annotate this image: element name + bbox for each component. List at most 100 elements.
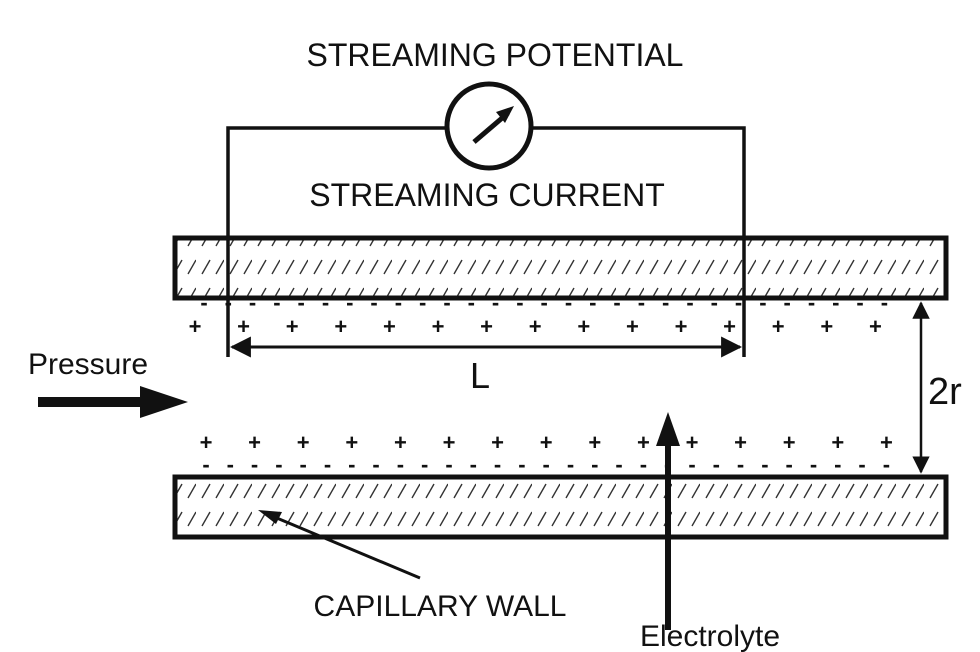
positive-charge: + [820,314,833,339]
negative-charge: - [445,452,452,477]
galvanometer-icon [444,81,534,171]
negative-charge: - [735,290,742,315]
negative-charge: - [832,290,839,315]
length-label: L [470,355,490,396]
negative-charge: - [834,452,841,477]
lower-capillary-wall [172,474,949,540]
lower-negative-charges: ----------------------------- [202,452,890,477]
negative-charge: - [613,290,620,315]
negative-charge: - [713,452,720,477]
pressure-label: Pressure [28,348,148,381]
negative-charge: - [615,452,622,477]
negative-charge: - [322,290,329,315]
negative-charge: - [543,452,550,477]
upper-capillary-wall [172,235,949,301]
negative-charge: - [856,290,863,315]
negative-charge: - [591,452,598,477]
positive-charge: + [772,314,785,339]
negative-charge: - [541,290,548,315]
positive-charge: + [237,314,250,339]
positive-charge: + [686,430,699,455]
negative-charge: - [346,290,353,315]
negative-charge: - [858,452,865,477]
negative-charge: - [443,290,450,315]
negative-charge: - [494,452,501,477]
positive-charge: + [491,430,504,455]
negative-charge: - [786,452,793,477]
upper-negative-charges: ----------------------------- [200,290,888,315]
negative-charge: - [395,290,402,315]
positive-charge: + [432,314,445,339]
electrolyte-label: Electrolyte [640,620,780,652]
negative-charge: - [202,452,209,477]
negative-charge: - [251,452,258,477]
positive-charge: + [577,314,590,339]
negative-charge: - [640,452,647,477]
positive-charge: + [540,430,553,455]
negative-charge: - [759,290,766,315]
positive-charge: + [443,430,456,455]
streaming-current-label: STREAMING CURRENT [309,177,665,213]
positive-charge: + [480,314,493,339]
positive-charge: + [334,314,347,339]
negative-charge: - [881,290,888,315]
positive-charge: + [723,314,736,339]
negative-charge: - [298,290,305,315]
positive-charge: + [383,314,396,339]
negative-charge: - [273,290,280,315]
positive-charge: + [189,314,202,339]
negative-charge: - [808,290,815,315]
negative-charge: - [784,290,791,315]
positive-charge: + [831,430,844,455]
negative-charge: - [300,452,307,477]
positive-charge: + [529,314,542,339]
electrolyte-arrow-icon [656,412,680,630]
positive-charge: + [626,314,639,339]
capillary-wall-pointer-arrow [258,510,421,580]
negative-charge: - [711,290,718,315]
negative-charge: - [397,452,404,477]
positive-charge: + [734,430,747,455]
positive-charge: + [286,314,299,339]
streaming-potential-label: STREAMING POTENTIAL [307,37,684,73]
positive-charge: + [783,430,796,455]
negative-charge: - [419,290,426,315]
negative-charge: - [883,452,890,477]
negative-charge: - [567,452,574,477]
capillary-wall-label: CAPILLARY WALL [314,590,567,623]
negative-charge: - [370,290,377,315]
negative-charge: - [589,290,596,315]
negative-charge: - [275,452,282,477]
positive-charge: + [637,430,650,455]
lower-positive-charges: +++++++++++++++ [200,430,893,455]
negative-charge: - [348,452,355,477]
negative-charge: - [638,290,645,315]
negative-charge: - [686,290,693,315]
negative-charge: - [249,290,256,315]
negative-charge: - [324,452,331,477]
negative-charge: - [372,452,379,477]
positive-charge: + [880,430,893,455]
negative-charge: - [565,290,572,315]
positive-charge: + [200,430,213,455]
positive-charge: + [297,430,310,455]
negative-charge: - [468,290,475,315]
negative-charge: - [421,452,428,477]
positive-charge: + [869,314,882,339]
negative-charge: - [737,452,744,477]
negative-charge: - [470,452,477,477]
pressure-arrow-icon [38,386,188,418]
negative-charge: - [225,290,232,315]
negative-charge: - [810,452,817,477]
upper-positive-charges: +++++++++++++++ [189,314,882,339]
positive-charge: + [394,430,407,455]
negative-charge: - [516,290,523,315]
radius-label: 2r [928,371,962,413]
negative-charge: - [200,290,207,315]
positive-charge: + [588,430,601,455]
negative-charge: - [492,290,499,315]
negative-charge: - [518,452,525,477]
negative-charge: - [227,452,234,477]
negative-charge: - [761,452,768,477]
